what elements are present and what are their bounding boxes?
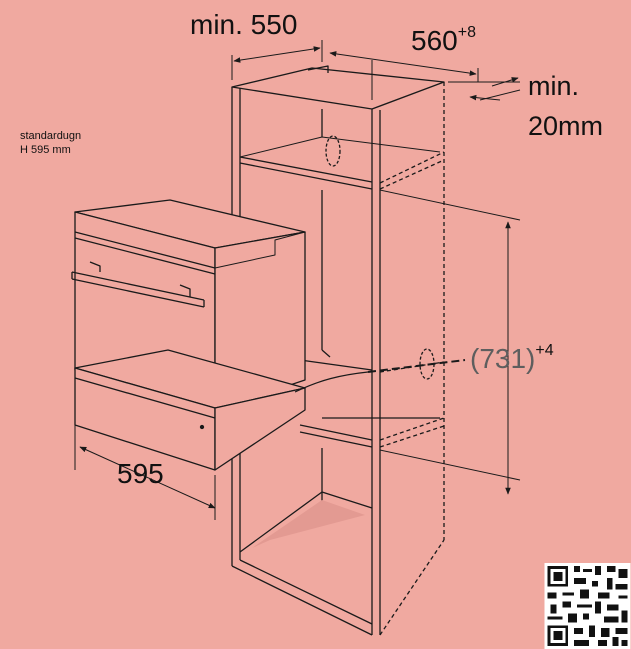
shelf-top (239, 156, 373, 183)
shelf-lower (299, 424, 373, 441)
label-standardugn: standardugn (20, 130, 82, 142)
label-595: 595 (117, 458, 164, 489)
label-560: 560+8 (411, 24, 476, 56)
label-h595: H 595 mm (20, 144, 71, 156)
label-min-550: min. 550 (190, 9, 298, 40)
warming-drawer (74, 349, 306, 471)
tall-cabinet (231, 65, 445, 636)
oven-side (214, 231, 306, 411)
qr-code-icon (544, 563, 631, 649)
cabinet-top (231, 67, 445, 110)
oven (71, 199, 369, 471)
dimension-lines (74, 40, 521, 520)
label-731: (731)+4 (470, 342, 554, 374)
oven-handle (71, 261, 205, 308)
label-min: min. (528, 71, 580, 101)
label-20mm: 20mm (528, 111, 604, 141)
shelf-oven (299, 359, 373, 371)
